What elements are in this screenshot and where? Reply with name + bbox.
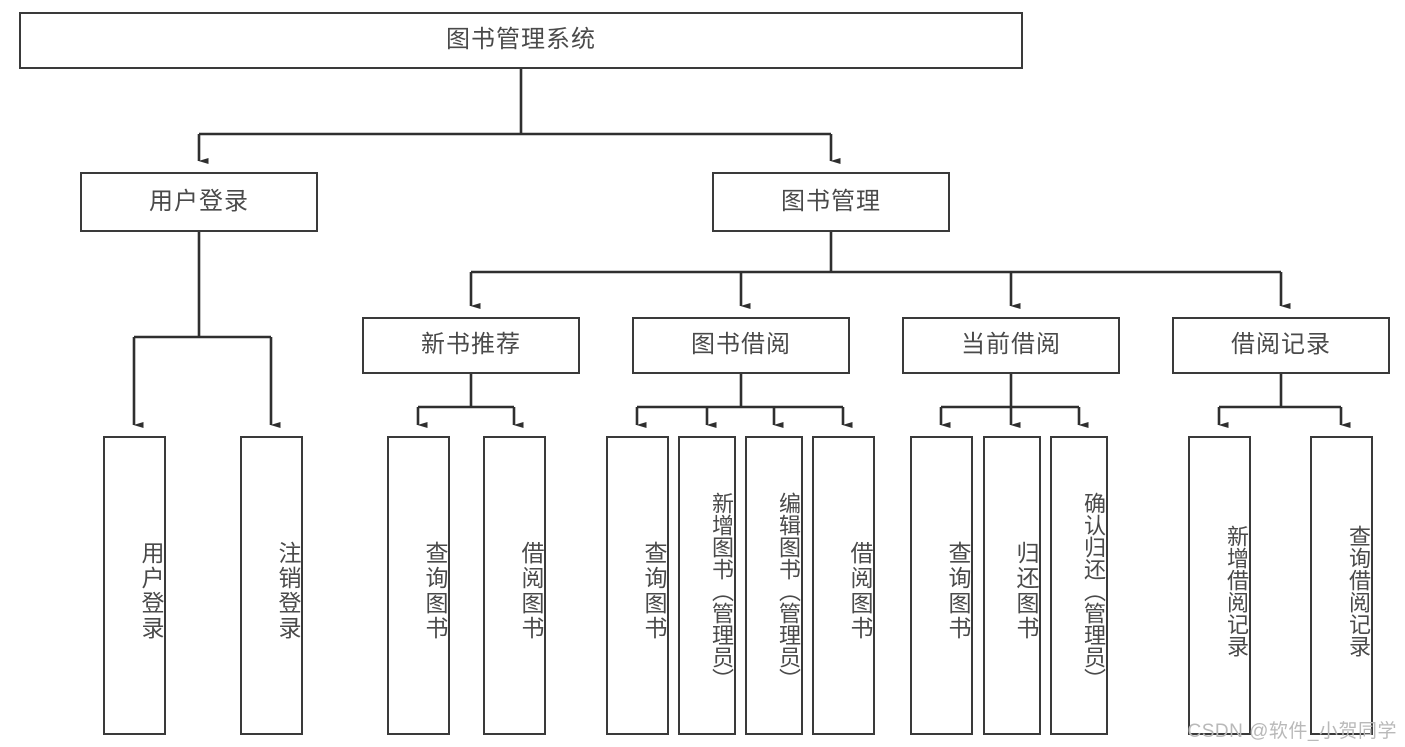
node-leaf-add-book-label: 新增图书（管理员） [709,491,734,690]
node-current-borrow[interactable]: 当前借阅 [902,317,1120,374]
node-leaf-query-book-2-label: 查询图书 [641,540,667,641]
node-book-manage[interactable]: 图书管理 [712,172,950,232]
node-leaf-borrow-book-2[interactable]: 借阅图书 [812,436,875,735]
node-leaf-edit-book-label: 编辑图书（管理员） [776,491,801,690]
node-user-login-label: 用户登录 [149,187,249,215]
node-leaf-add-book[interactable]: 新增图书（管理员） [678,436,736,735]
node-leaf-logout-label: 注销登录 [275,540,301,641]
node-leaf-query-book-3-label: 查询图书 [945,540,971,641]
node-leaf-borrow-book-1-label: 借阅图书 [518,540,544,641]
node-book-borrow[interactable]: 图书借阅 [632,317,850,374]
node-leaf-confirm-return[interactable]: 确认归还（管理员） [1050,436,1108,735]
node-leaf-edit-book[interactable]: 编辑图书（管理员） [745,436,803,735]
node-leaf-add-record-label: 新增借阅记录 [1224,524,1249,657]
node-leaf-confirm-return-label: 确认归还（管理员） [1081,491,1106,690]
node-leaf-query-book-1[interactable]: 查询图书 [387,436,450,735]
node-leaf-query-book-3[interactable]: 查询图书 [910,436,973,735]
watermark-text: CSDN @软件_小贺同学 [1187,721,1397,742]
node-leaf-add-record[interactable]: 新增借阅记录 [1188,436,1251,735]
node-leaf-logout[interactable]: 注销登录 [240,436,303,735]
node-current-borrow-label: 当前借阅 [961,331,1061,359]
node-leaf-query-book-1-label: 查询图书 [422,540,448,641]
node-leaf-return-book-label: 归还图书 [1013,540,1039,641]
node-leaf-borrow-book-2-label: 借阅图书 [847,540,873,641]
node-leaf-query-record[interactable]: 查询借阅记录 [1310,436,1373,735]
node-root-label: 图书管理系统 [446,26,596,54]
node-user-login[interactable]: 用户登录 [80,172,318,232]
node-leaf-query-book-2[interactable]: 查询图书 [606,436,669,735]
node-book-borrow-label: 图书借阅 [691,331,791,359]
node-book-manage-label: 图书管理 [781,187,881,215]
node-new-book-recommend[interactable]: 新书推荐 [362,317,580,374]
node-leaf-return-book[interactable]: 归还图书 [983,436,1041,735]
node-borrow-record[interactable]: 借阅记录 [1172,317,1390,374]
node-leaf-borrow-book-1[interactable]: 借阅图书 [483,436,546,735]
node-root[interactable]: 图书管理系统 [19,12,1023,69]
node-leaf-query-record-label: 查询借阅记录 [1346,524,1371,657]
node-borrow-record-label: 借阅记录 [1231,331,1331,359]
node-leaf-user-login-label: 用户登录 [138,540,164,641]
node-leaf-user-login[interactable]: 用户登录 [103,436,166,735]
node-new-book-recommend-label: 新书推荐 [421,331,521,359]
